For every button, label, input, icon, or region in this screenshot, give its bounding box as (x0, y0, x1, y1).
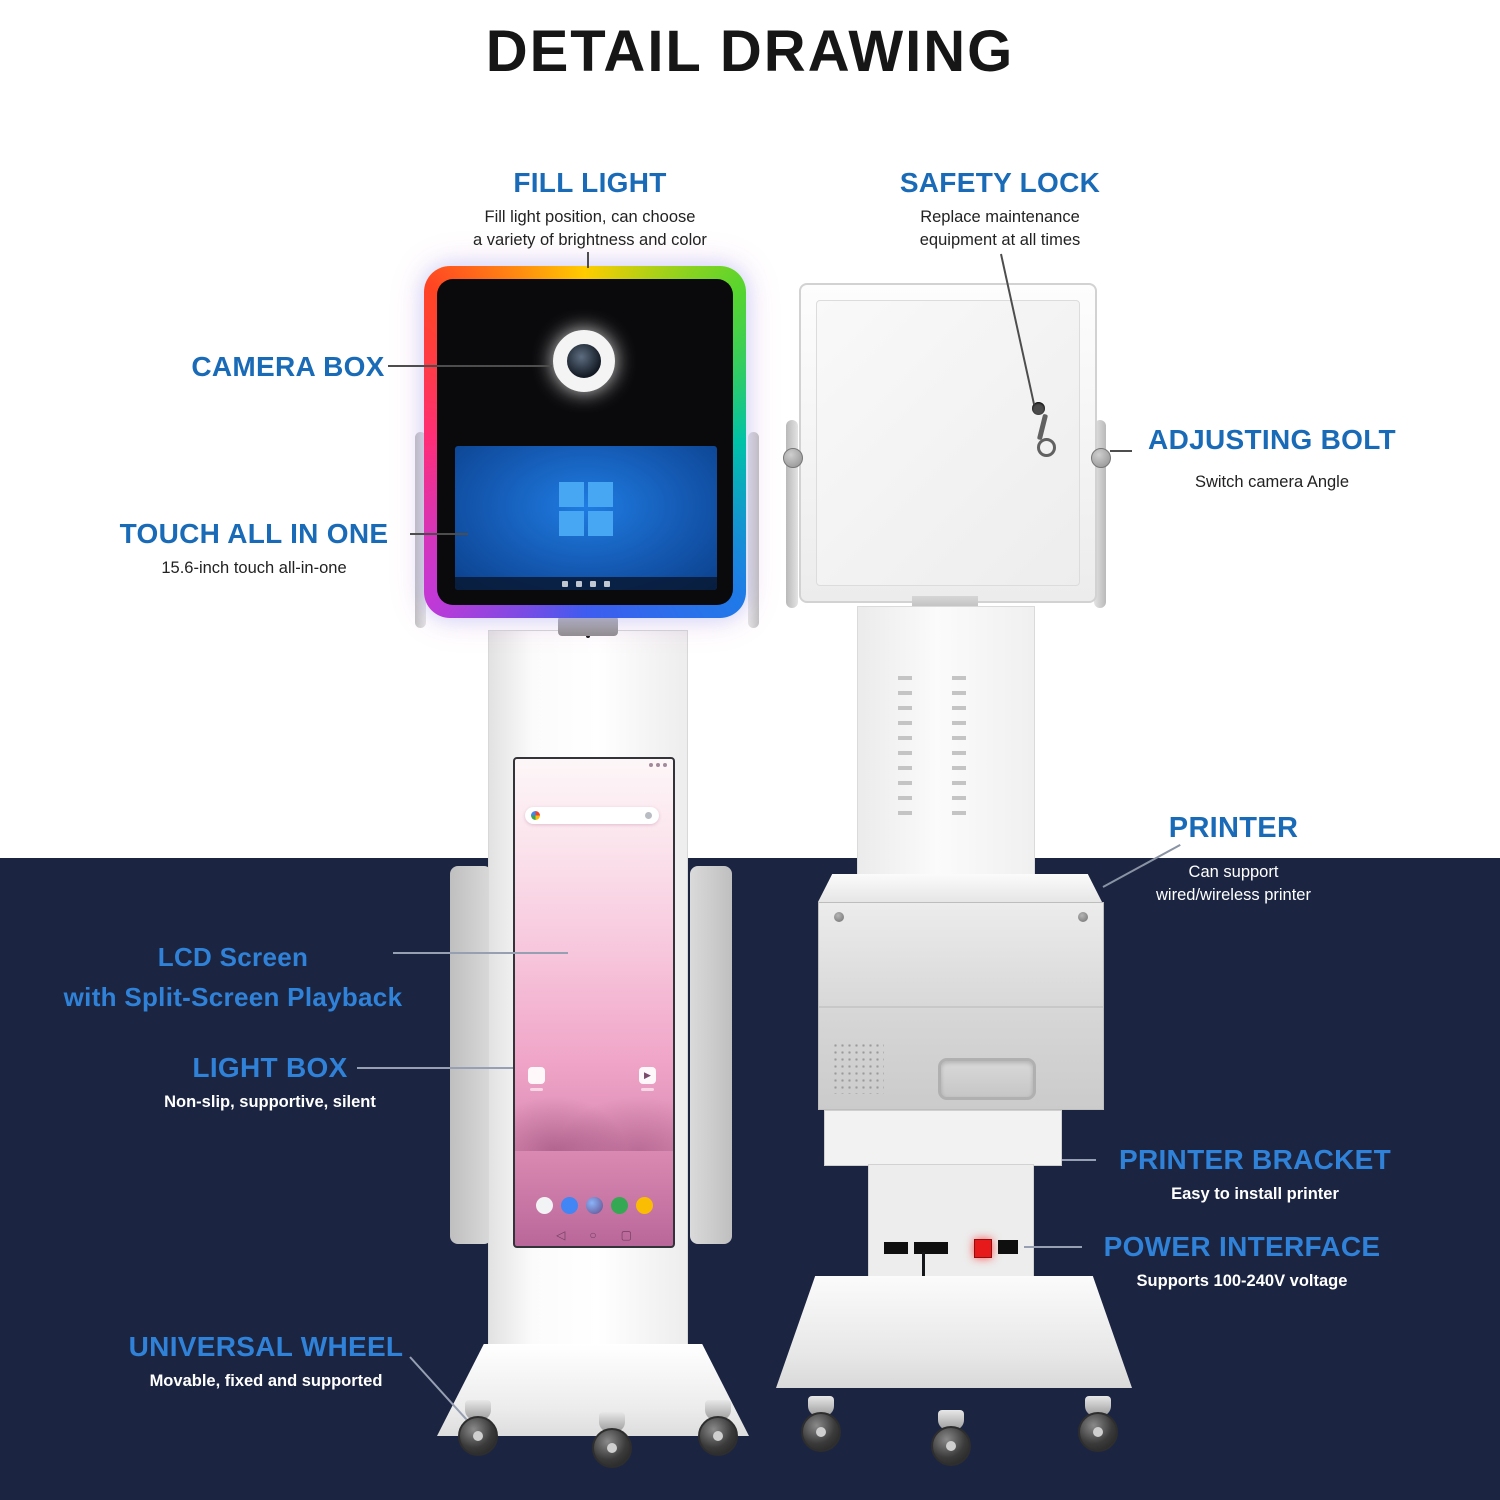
fill-light-label: FILL LIGHT (513, 167, 667, 198)
adjusting-bolt-left (783, 448, 803, 468)
dock-app-icon (585, 1197, 603, 1214)
power-interface-leader-line (1024, 1246, 1082, 1248)
callout-printer-bracket: PRINTER BRACKET Easy to install printer (1092, 1144, 1418, 1206)
callout-printer: PRINTER Can support wired/wireless print… (1136, 812, 1331, 908)
dark-background-band (0, 858, 1500, 1500)
camera-box-bracket-arm-right (748, 432, 759, 628)
power-interface-desc: Supports 100-240V voltage (1136, 1272, 1348, 1291)
touch-screen-windows-desktop (455, 446, 717, 590)
lower-column-back (868, 1164, 1034, 1278)
adjusting-bolt-desc: Switch camera Angle (1194, 473, 1350, 492)
printer-handle (938, 1058, 1036, 1100)
caster-wheel (586, 1412, 638, 1468)
callout-fill-light: FILL LIGHT Fill light position, can choo… (440, 167, 740, 252)
printer-box-top (818, 874, 1102, 902)
power-port (884, 1242, 908, 1254)
taskbar-icon (562, 580, 568, 587)
camera-box-bracket-arm-left (415, 432, 426, 628)
printer-desc: Can support wired/wireless printer (1156, 863, 1311, 905)
light-box-label: LIGHT BOX (192, 1052, 348, 1083)
key-ring-icon (1037, 438, 1056, 457)
camera-box-hinge (558, 616, 618, 636)
vent-slots (952, 676, 966, 816)
windows-taskbar (455, 577, 717, 590)
lcd-screen-label: LCD Screen with Split-Screen Playback (63, 942, 403, 1013)
page-title: DETAIL DRAWING (485, 19, 1015, 84)
callout-safety-lock: SAFETY LOCK Replace maintenance equipmen… (855, 167, 1145, 252)
callout-universal-wheel: UNIVERSAL WHEEL Movable, fixed and suppo… (110, 1331, 422, 1393)
android-nav-bar: ◁ ○ ▢ (515, 1229, 673, 1241)
callout-light-box: LIGHT BOX Non-slip, supportive, silent (120, 1052, 420, 1114)
callout-power-interface: POWER INTERFACE Supports 100-240V voltag… (1082, 1231, 1402, 1293)
windows-logo-icon (559, 482, 613, 537)
universal-wheel-desc: Movable, fixed and supported (149, 1372, 383, 1391)
android-app-dock (515, 1197, 673, 1214)
power-socket (998, 1240, 1018, 1254)
fill-light-leader-line (587, 252, 589, 268)
android-recents-icon: ▢ (620, 1228, 632, 1242)
taskbar-icon (604, 580, 610, 587)
video-app-icon: ▶ (639, 1067, 656, 1091)
caster-wheel (795, 1396, 847, 1452)
wallpaper-hills (515, 1081, 673, 1151)
safety-lock-desc: Replace maintenance equipment at all tim… (919, 208, 1081, 250)
dock-app-icon (560, 1197, 578, 1214)
taskbar-icon (590, 580, 596, 587)
adjusting-bolt-label: ADJUSTING BOLT (1148, 424, 1396, 455)
dock-app-icon (635, 1197, 653, 1214)
printer-bracket-desc: Easy to install printer (1171, 1185, 1339, 1204)
light-box-leader-line (357, 1067, 513, 1069)
power-switch (974, 1239, 992, 1258)
callout-adjusting-bolt: ADJUSTING BOLT Switch camera Angle (1132, 424, 1412, 494)
callout-lcd-screen: LCD Screen with Split-Screen Playback (28, 937, 438, 1018)
base-platform-back (776, 1276, 1132, 1388)
back-door-panel (816, 300, 1080, 586)
light-box-desc: Non-slip, supportive, silent (164, 1093, 376, 1112)
taskbar-icon (576, 580, 582, 587)
light-box-side-panel-left (450, 866, 492, 1244)
search-bar (525, 807, 659, 824)
callout-camera-box: CAMERA BOX (190, 351, 386, 383)
printer-screw (834, 912, 844, 922)
printer-bracket-leader-line (1062, 1159, 1096, 1161)
callout-touch-all-in-one: TOUCH ALL IN ONE 15.6-inch touch all-in-… (95, 518, 413, 580)
touch-label: TOUCH ALL IN ONE (119, 518, 389, 549)
adjusting-bolt-right (1091, 448, 1111, 468)
vent-slots (898, 676, 912, 816)
caster-wheel (925, 1410, 977, 1466)
camera-lens-icon (553, 330, 615, 392)
adjusting-bolt-leader-line (1110, 450, 1132, 452)
lcd-leader-line (393, 952, 568, 954)
android-back-icon: ◁ (556, 1228, 566, 1242)
caster-wheel (1072, 1396, 1124, 1452)
printer-label: PRINTER (1168, 812, 1299, 844)
printer-screw (1078, 912, 1088, 922)
caster-wheel (452, 1400, 504, 1456)
touch-leader-line (410, 533, 468, 535)
safety-lock-keyhole (1032, 402, 1045, 415)
printer-vent-dots (832, 1042, 884, 1094)
dock-app-icon (610, 1197, 628, 1214)
touch-desc: 15.6-inch touch all-in-one (161, 559, 347, 578)
android-home-icon: ○ (589, 1228, 597, 1242)
gallery-app-icon (528, 1067, 545, 1091)
safety-lock-label: SAFETY LOCK (899, 167, 1101, 198)
light-box-side-panel-right (690, 866, 732, 1244)
camera-box-leader-line (388, 365, 552, 367)
universal-wheel-label: UNIVERSAL WHEEL (128, 1331, 404, 1362)
printer-bracket-part (824, 1110, 1062, 1166)
camera-box-label: CAMERA BOX (191, 351, 385, 382)
play-icon: ▶ (644, 1070, 651, 1080)
stand-column-back (857, 606, 1035, 882)
lcd-screen-android: ▶ ◁ ○ ▢ (513, 757, 675, 1248)
power-port (914, 1242, 948, 1254)
dock-app-icon (535, 1197, 553, 1214)
fill-light-desc: Fill light position, can choose a variet… (473, 208, 707, 250)
android-status-bar (649, 763, 667, 767)
power-interface-label: POWER INTERFACE (1103, 1231, 1381, 1262)
caster-wheel (692, 1400, 744, 1456)
printer-bracket-label: PRINTER BRACKET (1118, 1144, 1392, 1175)
printer-box (818, 902, 1104, 1110)
